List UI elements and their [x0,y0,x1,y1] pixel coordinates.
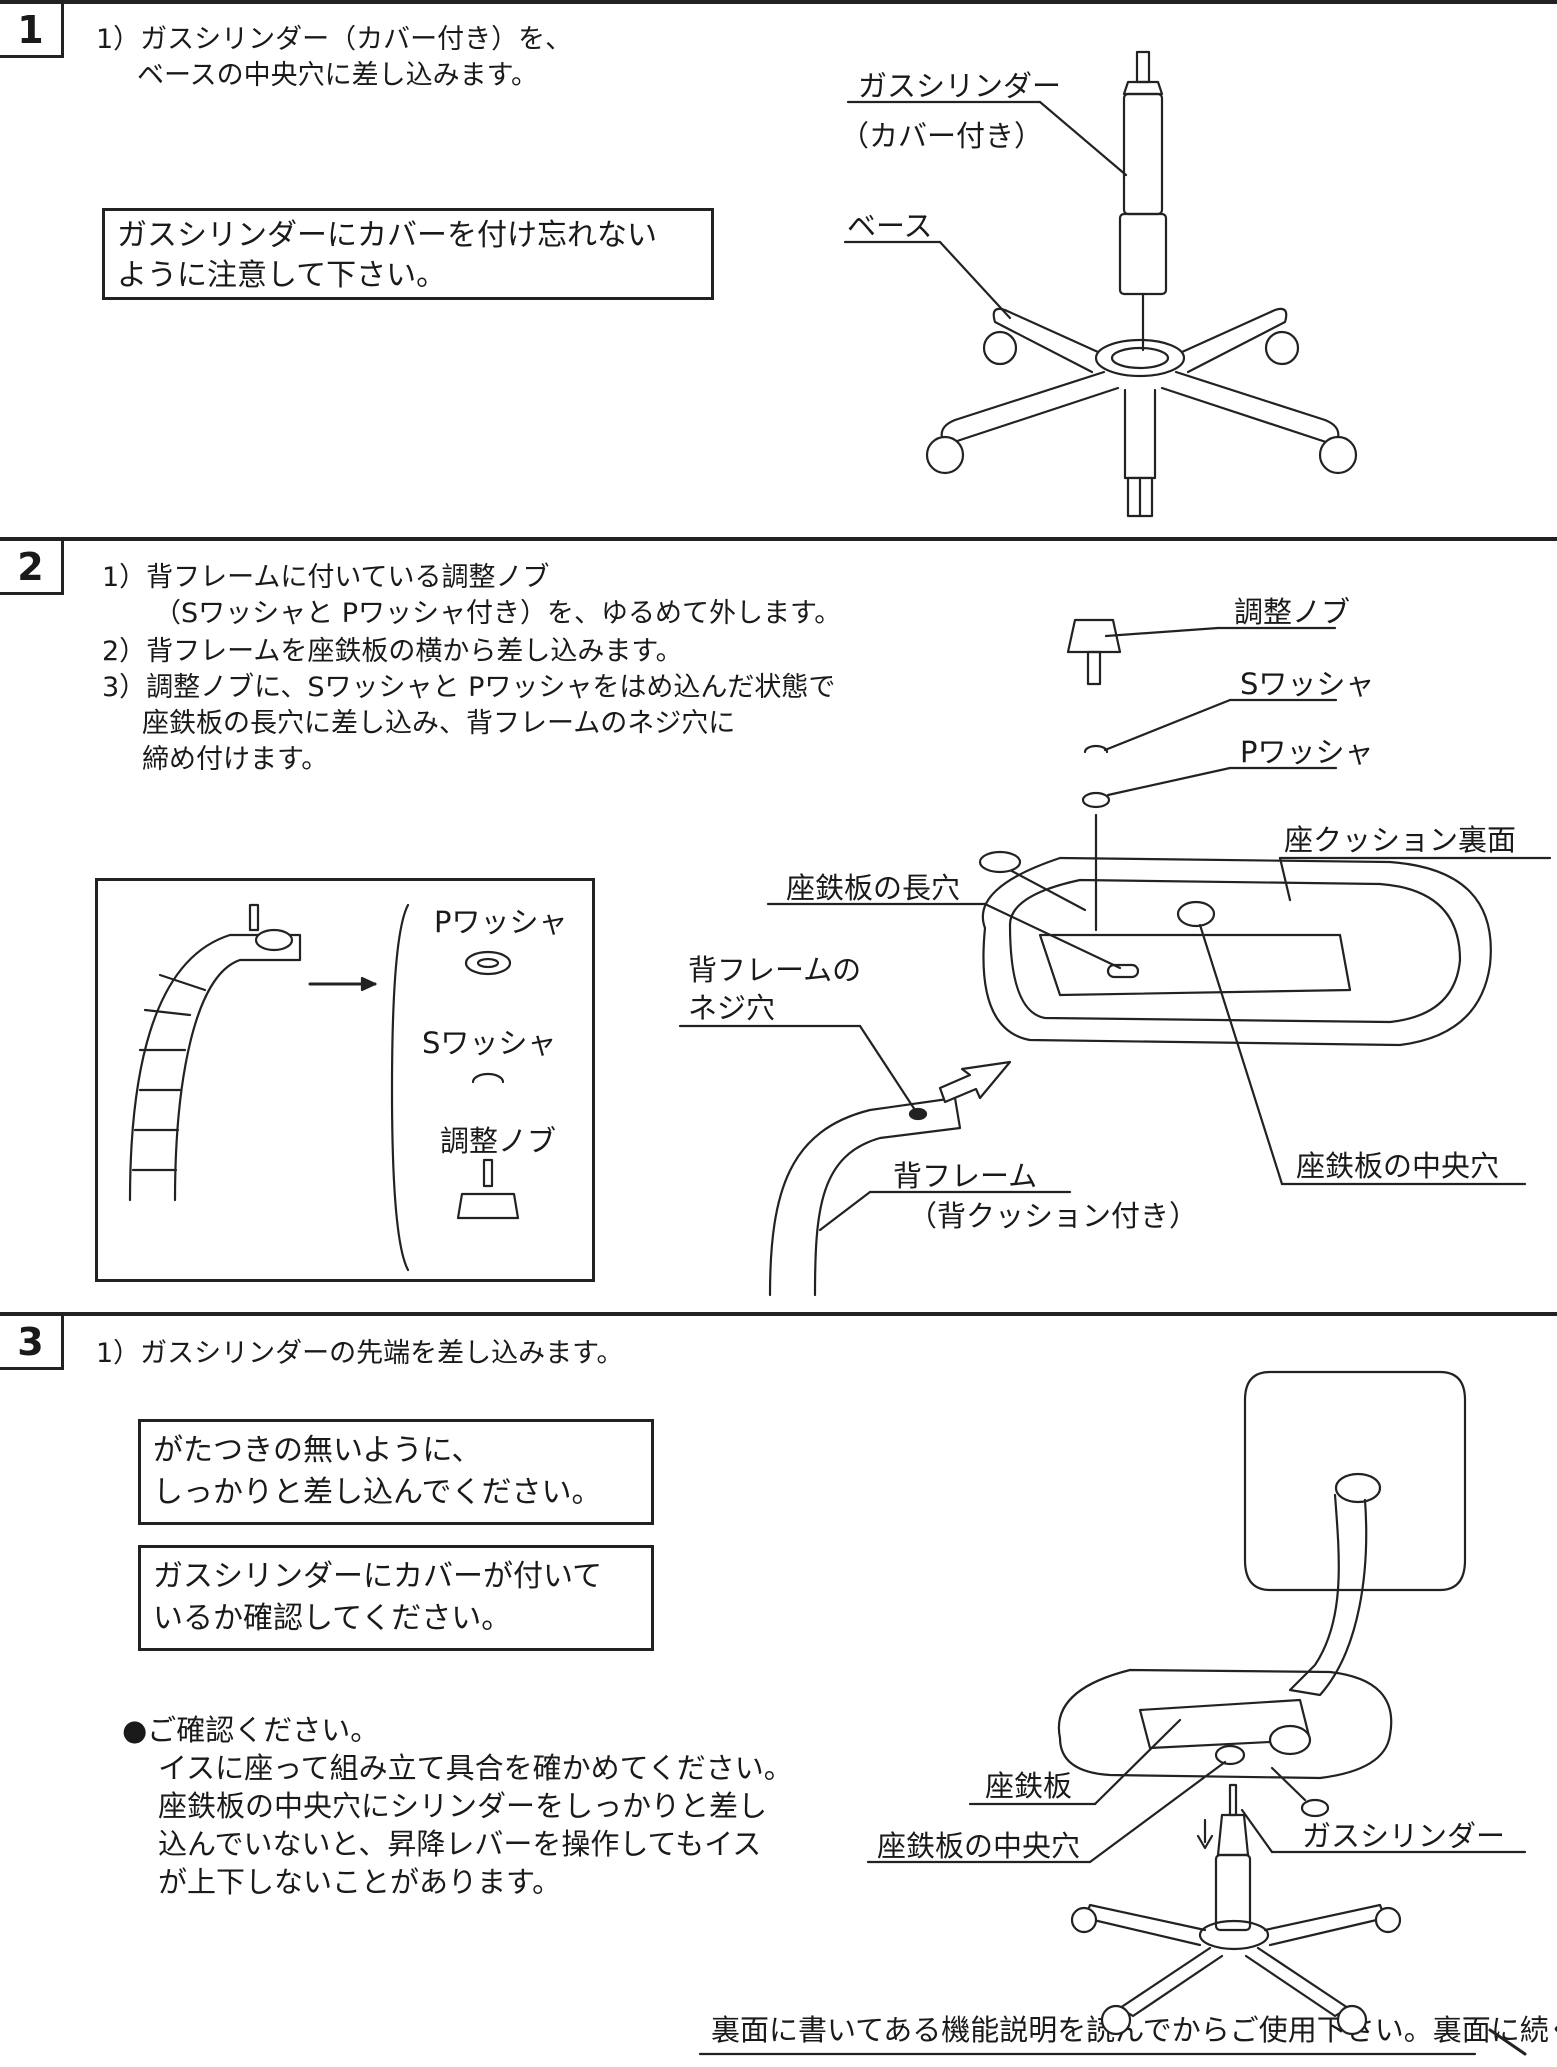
step2-instruction-4: 3）調整ノブに、Sワッシャと Pワッシャをはめ込んだ状態で [102,672,836,703]
step1-base-illustration [925,307,1358,518]
step3-check-line-3: 込んでいないと、昇降レバーを操作してもイス [158,1827,762,1861]
step2-instruction-5: 座鉄板の長穴に差し込み、背フレームのネジ穴に [142,708,736,739]
label-slot: 座鉄板の長穴 [786,871,961,905]
step3-note2-box: ガスシリンダーにカバーが付いて いるか確認してください。 [138,1545,654,1651]
label-with-back-cushion: （背クッション付き） [908,1199,1199,1233]
step1-instruction-1: 1）ガスシリンダー（カバー付き）を、 [96,24,573,55]
label-gas-cylinder-1: ガスシリンダー [858,69,1062,103]
step3-note1-box: がたつきの無いように、 しっかりと差し込んでください。 [138,1419,654,1525]
label-center-hole-2: 座鉄板の中央穴 [1296,1149,1500,1183]
step2-instruction-1: 1）背フレームに付いている調整ノブ [102,562,550,593]
inset-label-p-washer: Pワッシャ [434,905,568,939]
step3-check-heading: ●ご確認ください。 [122,1713,380,1747]
label-base: ベース [847,209,933,243]
step2-instruction-2: （Sワッシャと Pワッシャ付き）を、ゆるめて外します。 [154,598,842,629]
label-s-washer: Sワッシャ [1240,667,1375,701]
inset-label-knob: 調整ノブ [440,1124,557,1158]
top-border [0,0,1557,4]
label-screw-hole-2: ネジ穴 [688,991,776,1025]
step3-chair-illustration [1057,1370,1467,2036]
step3-check-line-4: が上下しないことがあります。 [158,1865,562,1899]
step1-instruction-2: ベースの中央穴に差し込みます。 [137,60,538,91]
step2-seat-illustration [978,850,1492,1047]
step1-cylinder-illustration [1118,50,1168,352]
step3-note2-line-1: ガスシリンダーにカバーが付いて [153,1559,603,1594]
step2-knob-illustration [1066,618,1122,932]
step1-note-line-1: ガスシリンダーにカバーを付け忘れない [117,218,657,253]
step3-check-line-2: 座鉄板の中央穴にシリンダーをしっかりと差し [158,1789,768,1823]
step-number-3: 3 [0,1316,64,1370]
label-seat-underside: 座クッション裏面 [1284,823,1517,857]
step2-instruction-3: 2）背フレームを座鉄板の横から差し込みます。 [102,636,683,667]
step3-note1-line-1: がたつきの無いように、 [153,1433,482,1468]
label-gas-cylinder-3: ガスシリンダー [1302,1819,1506,1853]
step2-leader-lines [678,626,1552,1232]
step3-instruction-1: 1）ガスシリンダーの先端を差し込みます。 [96,1338,624,1369]
label-back-frame: 背フレーム [893,1159,1038,1193]
step-number-2: 2 [0,541,64,595]
inset-label-s-washer: Sワッシャ [422,1026,557,1060]
label-seat-plate: 座鉄板 [985,1769,1073,1803]
step1-note-line-2: ように注意して下さい。 [117,258,447,293]
label-with-cover: （カバー付き） [840,119,1044,153]
step1-note-box: ガスシリンダーにカバーを付け忘れない ように注意して下さい。 [102,208,714,300]
step-divider-3 [0,1312,1557,1316]
step-number-1: 1 [0,4,64,58]
label-knob: 調整ノブ [1234,595,1351,629]
label-screw-hole-1: 背フレームの [688,953,862,987]
step-divider-2 [0,537,1557,541]
step2-instruction-6: 締め付けます。 [142,744,329,775]
label-p-washer: Pワッシャ [1240,735,1374,769]
step3-note1-line-2: しっかりと差し込んでください。 [153,1475,602,1510]
step3-note2-line-2: いるか確認してください。 [153,1601,512,1636]
label-center-hole-3: 座鉄板の中央穴 [877,1829,1081,1863]
footer-note: 裏面に書いてある機能説明を読んでからご使用下さい。裏面に続く [711,2013,1557,2047]
step3-check-line-1: イスに座って組み立て具合を確かめてください。 [158,1751,793,1785]
